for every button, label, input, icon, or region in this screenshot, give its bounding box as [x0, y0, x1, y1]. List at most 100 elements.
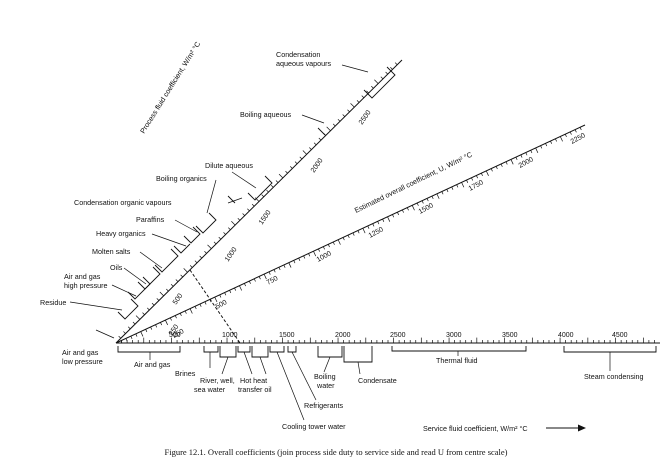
scale-tick [258, 276, 261, 280]
scale-tick [402, 209, 404, 213]
scale-tick [332, 241, 335, 245]
scale-tick [127, 326, 131, 330]
scale-tick [318, 248, 320, 252]
service-axis-title: Service fluid coefficient, W/m² °C [423, 424, 528, 433]
scale-tick [520, 154, 523, 158]
scale-tick [204, 251, 207, 254]
scale-tick [132, 321, 136, 325]
service-tick-label: 500 [169, 332, 181, 339]
label-steam-condensing: Steam condensing [584, 372, 644, 381]
service-tick-label: 4000 [558, 332, 574, 339]
overall-tick-label: 1500 [418, 202, 435, 216]
scale-tick [123, 331, 126, 334]
service-minor-ticks [121, 337, 655, 343]
scale-tick [288, 262, 292, 268]
label-molten-salts: Molten salts [92, 247, 131, 256]
scale-tick [169, 317, 172, 321]
scale-tick [535, 147, 539, 153]
scale-tick [231, 220, 236, 226]
scale-tick [142, 312, 145, 315]
scale-tick [234, 287, 237, 291]
process-tick-label: 2500 [358, 109, 373, 126]
scale-tick [540, 145, 543, 149]
label-boiling-water-2: water [316, 381, 335, 390]
label-boiling-water-1: Boiling [314, 372, 336, 381]
scale-tick [451, 186, 454, 190]
label-refrigerants: Refrigerants [304, 401, 344, 410]
scale-tick [367, 225, 370, 229]
scale-tick [179, 313, 182, 317]
scale-tick [147, 307, 150, 311]
scale-tick [151, 302, 155, 306]
scale-tick [416, 202, 419, 206]
scale-tick [337, 239, 341, 245]
scale-tick [248, 280, 251, 284]
scale-tick [130, 335, 133, 339]
scale-tick [579, 127, 582, 131]
label-cooling-tower: Cooling tower water [282, 422, 346, 431]
scale-tick [204, 301, 207, 305]
scale-tick [298, 257, 301, 261]
scale-tick [347, 109, 350, 113]
scale-tick [184, 310, 187, 314]
scale-tick [140, 331, 144, 337]
scale-tick [436, 193, 440, 199]
scale-tick [461, 182, 465, 188]
service-tick-label: 2500 [390, 332, 406, 339]
scale-tick [261, 194, 265, 198]
scale-tick [505, 161, 508, 165]
label-brines: Brines [175, 369, 196, 378]
scale-tick [392, 214, 395, 218]
scale-tick [342, 237, 345, 241]
scale-tick [229, 290, 232, 294]
scale-tick [270, 184, 274, 188]
scale-tick [247, 208, 250, 212]
scale-tick [159, 291, 164, 297]
process-tick-label: 500 [172, 292, 184, 306]
scale-tick [466, 179, 469, 183]
scale-tick [207, 244, 212, 249]
scale-tick [273, 269, 276, 273]
label-condensation-organic: Condensation organic vapours [74, 198, 172, 207]
label-air-gas-low-2: low pressure [62, 357, 103, 366]
label-boiling-organics: Boiling organics [156, 174, 207, 183]
scale-tick [380, 76, 384, 80]
scale-tick [332, 123, 336, 127]
scale-tick [183, 268, 188, 273]
scale-tick [242, 213, 245, 216]
scale-tick [239, 285, 243, 291]
scale-tick [426, 198, 429, 202]
scale-tick [199, 255, 203, 259]
scale-tick [371, 85, 374, 89]
scale-tick [275, 180, 279, 183]
scale-tick [263, 274, 267, 280]
label-residue: Residue [40, 298, 66, 307]
label-river-well-2: sea water [194, 385, 226, 394]
scale-tick [397, 212, 399, 216]
label-river-well-1: River, well, [200, 376, 235, 385]
scale-tick [174, 315, 177, 319]
scale-tick [218, 236, 222, 240]
overall-tick-label: 250 [172, 328, 186, 340]
scale-tick [199, 303, 202, 307]
label-hot-heat-2: transfer oil [238, 385, 272, 394]
label-heavy-organics: Heavy organics [96, 229, 146, 238]
scale-tick [385, 71, 388, 75]
scale-tick [326, 126, 331, 131]
service-tick-label: 1000 [222, 332, 238, 339]
scale-tick [495, 166, 498, 170]
overall-tick-label: 750 [266, 275, 280, 287]
scale-tick [155, 324, 158, 328]
scale-tick [441, 191, 444, 195]
scale-tick [156, 298, 160, 301]
scale-tick [421, 200, 424, 204]
scale-tick [545, 143, 548, 147]
scale-tick [510, 159, 514, 165]
scale-tick [150, 326, 153, 330]
service-tick-label: 3500 [502, 332, 518, 339]
scale-tick [347, 234, 350, 239]
scale-tick [342, 114, 346, 117]
service-range-brackets [117, 346, 657, 363]
label-paraffins: Paraffins [136, 215, 165, 224]
scale-tick [382, 218, 385, 222]
